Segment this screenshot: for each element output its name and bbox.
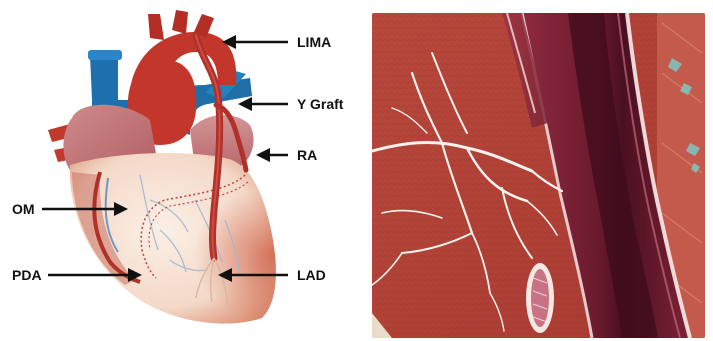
tissue-closeup <box>372 13 705 338</box>
heart-diagram <box>0 0 370 341</box>
label-lad: LAD <box>297 268 326 282</box>
label-pda: PDA <box>12 268 42 282</box>
aorta-branch-2 <box>172 10 188 34</box>
aorta-branch-1 <box>148 14 164 40</box>
cross-section-inner <box>531 269 549 327</box>
tissue-closeup-panel <box>372 13 705 338</box>
label-ra: RA <box>297 148 317 162</box>
label-lima: LIMA <box>297 35 331 49</box>
ra-arrowhead <box>256 148 270 162</box>
svc-top <box>88 50 122 60</box>
label-om: OM <box>12 202 35 216</box>
y-graft-arrowhead <box>238 97 252 111</box>
label-y-graft: Y Graft <box>297 97 343 111</box>
